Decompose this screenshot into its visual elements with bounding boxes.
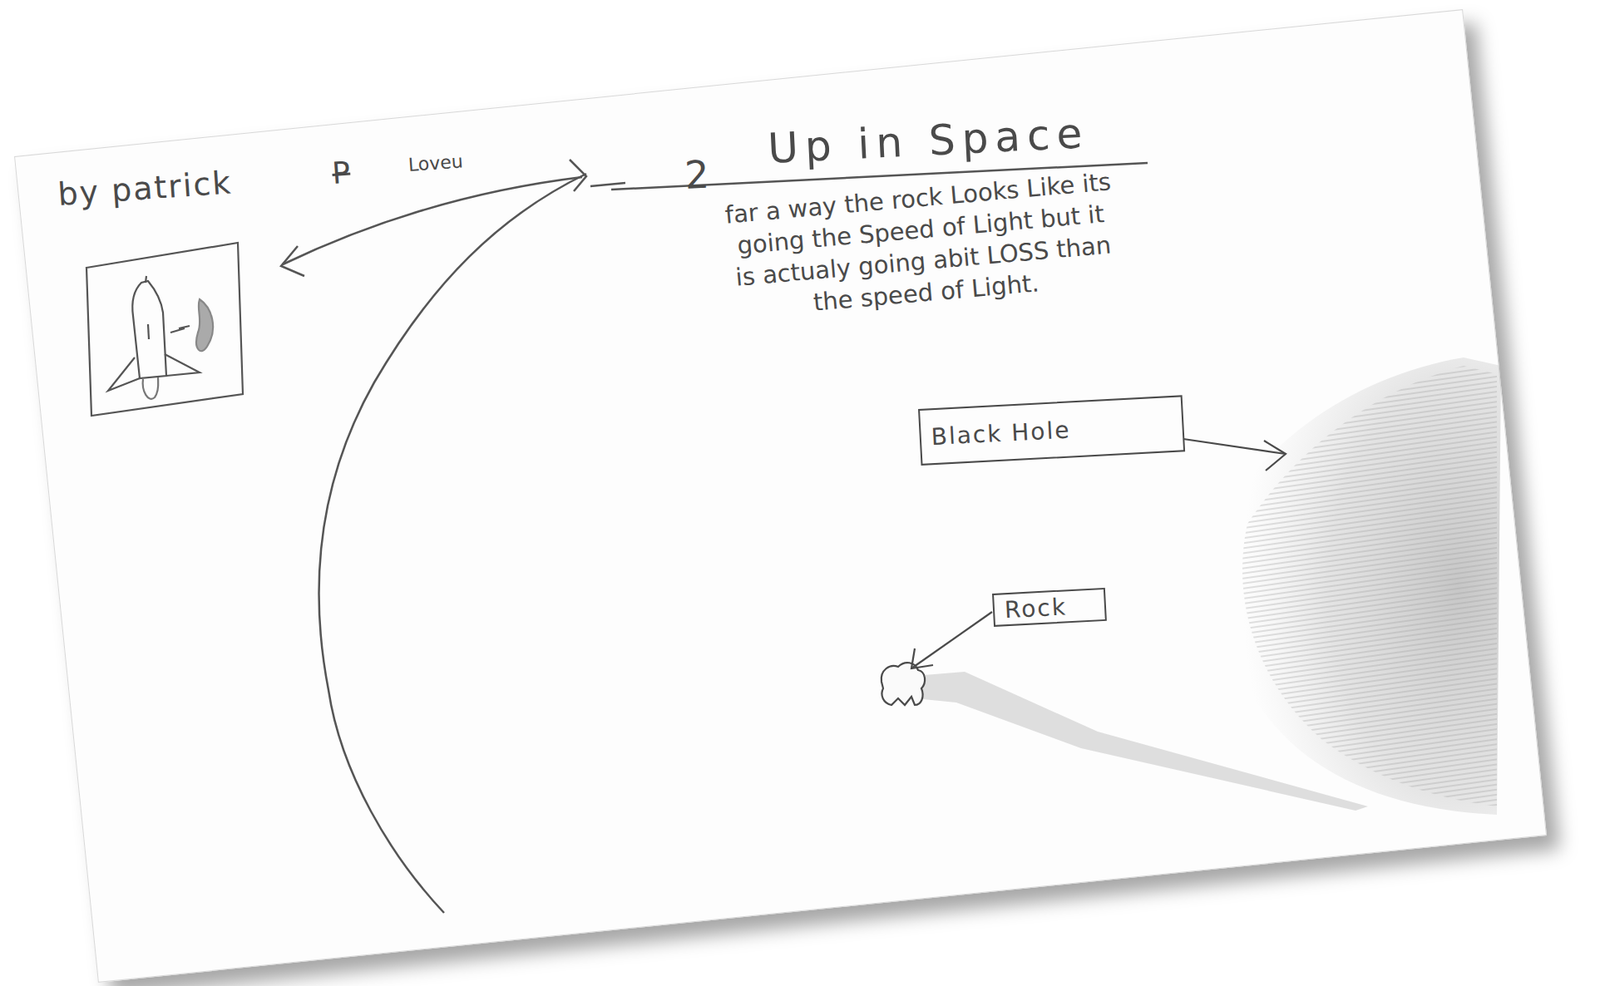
rocket-picture: [86, 242, 243, 416]
story-note: far a way the rock Looks Like its going …: [721, 165, 1122, 326]
author-name: by patrick: [56, 163, 234, 213]
planet-curve: [319, 173, 587, 914]
black-hole-shading: [1213, 357, 1502, 815]
page-number: 2: [683, 151, 711, 198]
label-box: Rock: [992, 587, 1107, 628]
page-title: Up in Space: [766, 108, 1090, 173]
leader-arrows: [911, 439, 1286, 669]
author-note: Loveu: [407, 150, 464, 176]
label-box: Black Hole: [918, 395, 1186, 466]
rock-drawing: [881, 662, 1368, 811]
box-label: Black Hole: [930, 415, 1072, 451]
box-label: Rock: [1003, 592, 1068, 624]
crossed-letter: P: [330, 154, 352, 190]
